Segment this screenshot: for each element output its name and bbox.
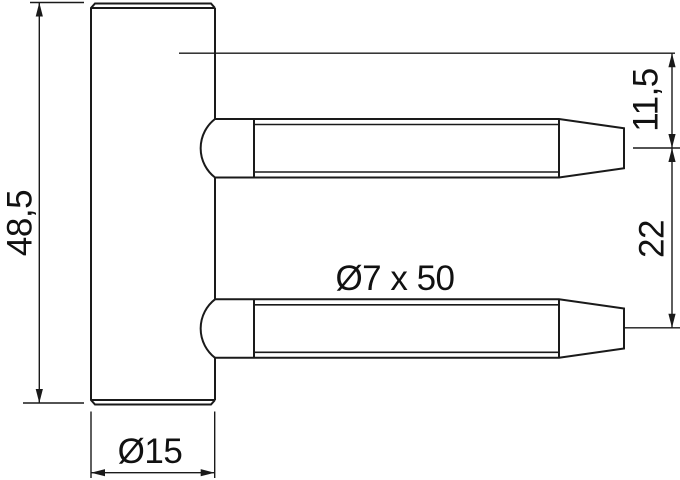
overall-height-label: 48,5 — [1, 190, 40, 256]
lower-pin-outline — [215, 298, 625, 359]
upper-pin — [215, 118, 625, 179]
height-arrow-up — [35, 2, 43, 17]
arrowheads-group — [35, 2, 676, 477]
part-outline-group — [90, 2, 625, 406]
diameter-arrow-right — [200, 469, 215, 477]
spacing-arrow-up — [668, 148, 676, 162]
offset-arrow-down — [668, 134, 676, 148]
pin-dimensions-label: Ø7 x 50 — [335, 259, 454, 298]
body-right-edge-with-pin-domes — [199, 8, 216, 400]
pin-top-offset-label: 11,5 — [627, 68, 666, 132]
upper-pin-outline — [215, 118, 625, 179]
hinge-body-outline — [90, 2, 216, 406]
offset-arrow-up — [668, 53, 676, 68]
dimension-lines-group — [23, 1, 680, 478]
body-diameter-label: Ø15 — [118, 432, 183, 471]
lower-pin — [215, 298, 625, 359]
spacing-arrow-down — [668, 313, 676, 328]
height-arrow-down — [35, 389, 43, 403]
dimension-labels-group: 48,5 11,5 22 Ø7 x 50 Ø15 — [1, 68, 672, 471]
pin-spacing-label: 22 — [633, 220, 672, 258]
diameter-arrow-left — [91, 469, 105, 477]
